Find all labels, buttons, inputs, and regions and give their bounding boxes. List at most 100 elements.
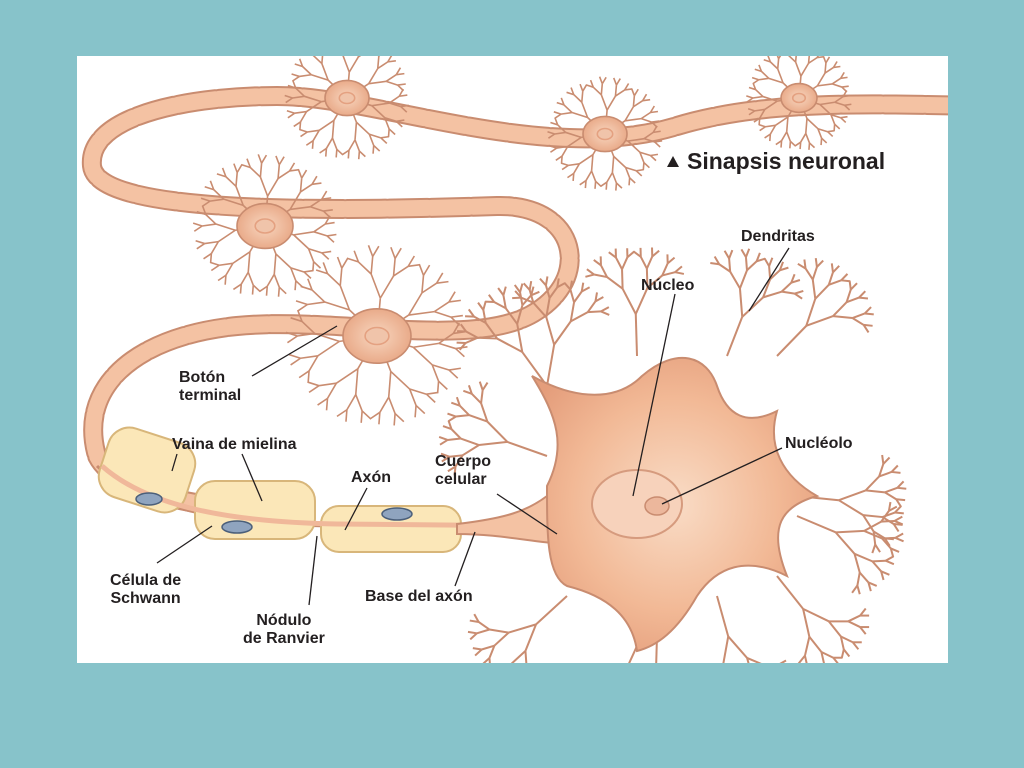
dendrite-branch — [292, 95, 305, 99]
dendrite-branch — [251, 285, 255, 295]
dendrite-branch — [827, 131, 834, 138]
dendrite-branch — [524, 623, 537, 652]
dendrite-branch — [387, 371, 392, 398]
dendrite-branch — [794, 61, 802, 77]
dendrite-branch — [755, 88, 764, 98]
dendrite-branch — [723, 250, 730, 259]
dendrite-branch — [441, 455, 450, 463]
dendrite-branch — [639, 256, 648, 269]
dendrite-branch — [832, 265, 840, 274]
dendrite-branch — [397, 84, 405, 92]
dendrite-branch — [758, 118, 761, 126]
dendrite-branch — [716, 595, 730, 637]
dendrite-branch — [758, 64, 763, 72]
dendrite-branch — [438, 332, 454, 345]
dendrite-branch — [806, 117, 819, 130]
dendrite-branch — [201, 205, 207, 215]
dendrite-branch — [393, 265, 409, 277]
dendrite-branch — [615, 78, 621, 86]
dendrite-branch — [295, 300, 308, 306]
dendrite-branch — [803, 259, 807, 269]
dendrite-branch — [626, 250, 635, 258]
label-base-axon: Base del axón — [365, 588, 473, 605]
axon-core — [100, 464, 548, 529]
dendrite-branch — [389, 102, 402, 108]
dendrite-branch — [368, 133, 375, 146]
dendrite-branch — [431, 364, 450, 371]
dendrite-branch — [387, 396, 396, 414]
dendrite-branch — [209, 180, 215, 190]
dendrite-branch — [209, 253, 213, 264]
dendrite-branch — [775, 116, 789, 126]
dendrite-branch — [438, 342, 456, 350]
dendrite-branch — [435, 272, 444, 284]
dendrite-branch — [459, 323, 467, 333]
dendrite-branch — [752, 95, 764, 99]
dendrite-branch — [580, 282, 585, 292]
dendrite-branch — [547, 133, 556, 139]
dendrite-branch — [632, 99, 644, 108]
dendrite-branch — [380, 135, 390, 139]
dendrite-branch — [729, 271, 741, 289]
dendrite-branch — [889, 548, 895, 558]
dendrite-branch — [519, 283, 524, 293]
dendrite-branch — [312, 129, 320, 142]
dendrite-branch — [881, 454, 885, 465]
dendrite-branch — [796, 515, 837, 534]
dendrite-branch — [482, 657, 491, 663]
dendrite-branch — [592, 86, 602, 96]
dendrite-branch — [794, 56, 797, 63]
dendrite-branch — [840, 115, 848, 119]
dendrite-branch — [347, 150, 350, 159]
dendrite-branch — [482, 300, 487, 311]
dendrite-branch — [803, 655, 808, 663]
dendrite-branch — [628, 177, 631, 186]
dendrite-branch — [856, 585, 861, 595]
dendrite-branch — [339, 285, 351, 311]
small-neuron-nucleus — [364, 326, 390, 346]
dendrite-branch — [820, 138, 823, 146]
dendrite-branch — [384, 116, 397, 123]
dendrite-branch — [247, 251, 251, 273]
dendrite-branch — [600, 181, 608, 188]
dendrite-branch — [780, 281, 793, 293]
dendrite-branch — [400, 104, 410, 108]
dendrite-branch — [553, 111, 562, 115]
dendrite-branch — [336, 148, 344, 156]
dendrite-branch — [522, 282, 531, 291]
dendrite-branch — [794, 292, 803, 300]
dendrite-branch — [300, 285, 313, 291]
dendrite-branch — [239, 284, 243, 294]
dendrite-branch — [233, 163, 238, 173]
dendrite-branch — [561, 164, 569, 171]
dendrite-branch — [265, 286, 269, 296]
dendrite-branch — [378, 412, 381, 425]
dendrite-branch — [893, 515, 903, 522]
dendrite-branch — [489, 628, 509, 634]
dendrite-branch — [797, 262, 807, 270]
dendrite-branch — [880, 510, 890, 523]
dendrite-branch — [357, 56, 362, 58]
dendrite-branch — [300, 183, 313, 193]
dendrite-branch — [746, 97, 754, 103]
dendrite-branch — [348, 56, 360, 73]
dendrite-branch — [632, 250, 642, 258]
dendrite-branch — [193, 225, 203, 232]
dendrite-branch — [400, 106, 408, 113]
dendrite-branch — [204, 186, 214, 191]
dendrite-branch — [348, 139, 356, 151]
dendrite-branch — [289, 168, 300, 172]
dendrite-branch — [805, 133, 811, 144]
dendrite-branch — [241, 163, 251, 169]
dendrite-branch — [385, 80, 398, 86]
dendrite-branch — [642, 162, 645, 171]
dendrite-branch — [752, 79, 760, 85]
label-nodulo-line1: Nódulo — [256, 612, 312, 629]
dendrite-branch — [643, 137, 655, 143]
dendrite-branch — [299, 121, 302, 131]
dendrite-branch — [372, 245, 380, 257]
dendrite-branch — [642, 98, 651, 102]
dendrite-branch — [554, 117, 559, 126]
dendrite-branch — [611, 172, 618, 184]
label-cuerpo-celular: Cuerpo celular — [435, 453, 491, 489]
